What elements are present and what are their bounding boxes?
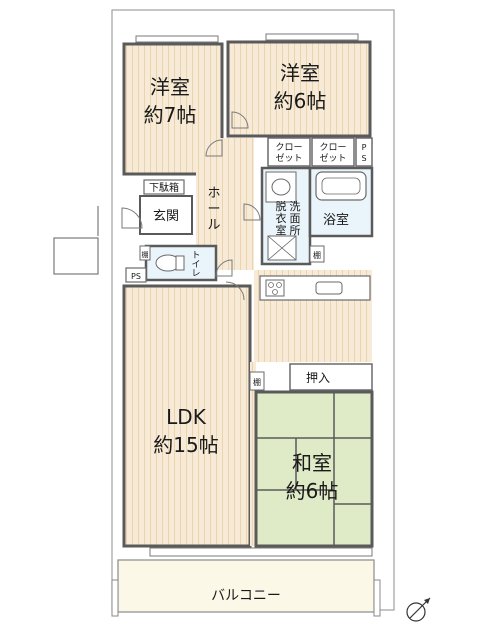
oshiire-label: 押入 (306, 371, 330, 385)
hall-label-1: ホ (207, 186, 220, 201)
western-room-1-name: 洋室 (150, 75, 190, 99)
closet-2-label-a: クロー (319, 142, 346, 153)
balcony-label: バルコニー (211, 588, 281, 604)
japanese-room-name: 和室 (292, 451, 332, 475)
bathroom-label: 浴室 (323, 212, 349, 228)
closet-1-label-b: ゼット (275, 152, 302, 164)
closet-1-label-a: クロー (275, 142, 302, 153)
door-swing-toilet (215, 259, 233, 277)
door-swing-entrance (121, 207, 143, 229)
sink-counter (265, 171, 297, 203)
window-south (149, 547, 373, 557)
shelf-toilet-label: 棚 (142, 250, 149, 259)
dressing-label-1: 脱 (276, 199, 287, 213)
oshiire (289, 363, 373, 391)
ldk-extension (250, 362, 256, 546)
ldk-size: 約15帖 (153, 433, 218, 457)
western-room-2-floor (226, 40, 372, 138)
washroom-label-2: 面 (290, 212, 301, 225)
bathtub (315, 171, 367, 201)
pipe-space-bottom (125, 267, 147, 283)
ps-top-label-b: S (361, 154, 366, 163)
washroom-label-1: 洗 (290, 200, 301, 213)
shelf-ldk-label: 棚 (253, 377, 261, 387)
door-swing-ldk (225, 281, 245, 301)
shelf-toilet (139, 245, 151, 261)
ldk-name: LDK (166, 405, 207, 429)
kitchen-sink (315, 281, 343, 295)
hall-label-2: ー (207, 202, 220, 217)
window-top-1 (135, 35, 219, 43)
hall-label-3: ル (207, 218, 220, 233)
closet-2 (311, 137, 355, 167)
ps-bottom-label: PS (131, 272, 141, 281)
shoe-box-label: 下駄箱 (149, 181, 179, 194)
toilet-label-1: ト (191, 251, 200, 261)
washroom-label-3: 所 (290, 224, 301, 237)
toilet-label-3: レ (191, 269, 200, 279)
western-room-2-size: 約6帖 (274, 89, 327, 113)
compass-icon (406, 597, 431, 622)
stove (265, 279, 285, 297)
door-swing-western-1 (205, 139, 223, 157)
balcony-area (117, 559, 375, 613)
japanese-room-size: 約6帖 (286, 479, 339, 503)
door-swing-western-2 (231, 111, 249, 129)
window-top-2 (265, 33, 359, 41)
shelf-ldk (249, 371, 265, 391)
pipe-space-top (355, 137, 373, 167)
toilet-label-2: イ (191, 260, 200, 270)
closet-1 (267, 137, 311, 167)
shoe-box (143, 179, 185, 195)
ldk-floor (122, 284, 252, 548)
door-swing-washroom (243, 203, 261, 221)
japanese-room-floor (254, 390, 374, 548)
entrance-label: 玄関 (153, 209, 179, 224)
entrance-floor (139, 195, 193, 235)
dressing-label-3: 室 (276, 223, 287, 237)
ps-top-label-a: P (362, 143, 367, 152)
entry-porch (53, 237, 99, 275)
shelf-washroom-label: 棚 (313, 250, 321, 260)
dressing-label-2: 衣 (276, 211, 287, 225)
western-room-1-size: 約7帖 (144, 103, 197, 127)
sink-basin (271, 178, 291, 196)
shelf-washroom (309, 245, 325, 263)
closet-2-label-b: ゼット (319, 152, 346, 164)
western-room-2-name: 洋室 (280, 61, 320, 85)
